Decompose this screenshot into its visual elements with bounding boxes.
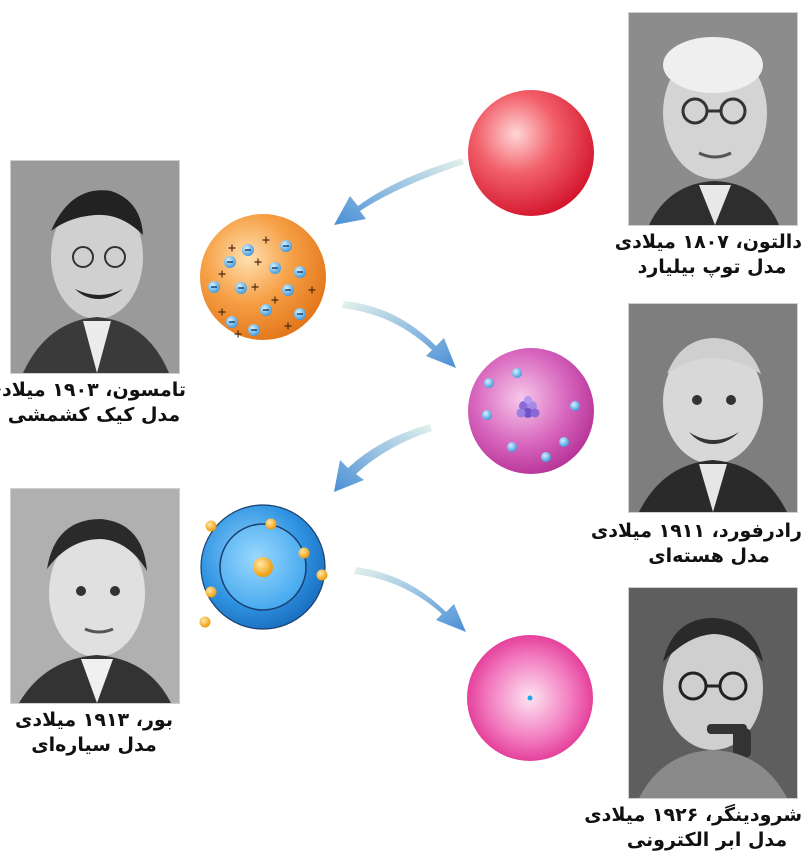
- plus-sign: [308, 286, 316, 294]
- nucleus-dot: [527, 695, 533, 701]
- photo-bohr: [10, 488, 180, 704]
- bohr-nucleus: [253, 557, 273, 577]
- thomson-sphere: [200, 214, 326, 340]
- caption-dalton-model: مدل توپ بیلیارد: [637, 256, 787, 278]
- plus-sign: [218, 308, 226, 316]
- dalton-sphere: [468, 90, 594, 216]
- caption-dalton-name-year: دالتون، ۱۸۰۷ میلادی: [614, 231, 802, 253]
- caption-bohr-name-year: بور، ۱۹۱۳ میلادی: [15, 709, 173, 731]
- plus-sign: [234, 330, 242, 338]
- plus-sign: [262, 236, 270, 244]
- plus-sign: [218, 270, 226, 278]
- caption-thomson-name-year: تامسون، ۱۹۰۳ میلادی: [0, 379, 186, 401]
- caption-rutherford-name-year: رادرفورد، ۱۹۱۱ میلادی: [590, 520, 802, 542]
- curved-arrow-icon: [334, 158, 464, 225]
- curved-arrow-icon: [354, 567, 466, 632]
- rutherford-sphere: [468, 348, 594, 474]
- electron-dots: [482, 368, 580, 462]
- caption-thomson-model: مدل کیک کشمشی: [7, 404, 181, 426]
- bohr-sphere: [199, 504, 328, 630]
- photo-dalton: [628, 12, 798, 226]
- nucleus: [516, 396, 540, 418]
- caption-schrodinger-model: مدل ابر الکترونی: [626, 829, 788, 851]
- plus-sign: [251, 283, 259, 291]
- caption-bohr: بور، ۱۹۱۳ میلادی مدل سیاره‌ای: [2, 708, 186, 758]
- caption-rutherford-model: مدل هسته‌ای: [648, 545, 770, 567]
- plus-sign: [284, 322, 292, 330]
- caption-bohr-model: مدل سیاره‌ای: [31, 734, 157, 756]
- curved-arrow-icon: [334, 424, 432, 492]
- plus-sign: [271, 296, 279, 304]
- photo-schrodinger: [628, 587, 798, 799]
- plus-sign: [254, 258, 262, 266]
- plus-sign: [228, 244, 236, 252]
- caption-thomson: تامسون، ۱۹۰۳ میلادی مدل کیک کشمشی: [0, 378, 186, 428]
- photo-thomson: [10, 160, 180, 374]
- caption-schrodinger: شرودینگر، ۱۹۲۶ میلادی مدل ابر الکترونی: [584, 803, 802, 853]
- electron-dots: [199, 518, 328, 628]
- schrodinger-sphere: [467, 635, 593, 761]
- curved-arrow-icon: [342, 301, 456, 368]
- caption-schrodinger-name-year: شرودینگر، ۱۹۲۶ میلادی: [584, 804, 802, 826]
- caption-dalton: دالتون، ۱۸۰۷ میلادی مدل توپ بیلیارد: [614, 230, 802, 280]
- photo-rutherford: [628, 303, 798, 513]
- caption-rutherford: رادرفورد، ۱۹۱۱ میلادی مدل هسته‌ای: [590, 519, 802, 569]
